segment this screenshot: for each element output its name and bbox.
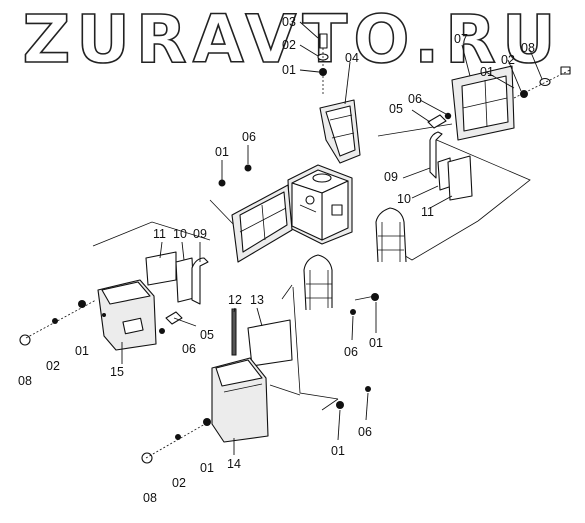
callout-02-left: 02 (46, 359, 60, 373)
callout-03-top: 03 (282, 15, 296, 29)
callout-08-bottom: 08 (143, 491, 157, 505)
callout-labels: 03 02 01 04 07 08 02 01 05 06 09 10 11 0… (18, 15, 535, 505)
top-bolt-stack (317, 33, 329, 95)
callout-14: 14 (227, 457, 241, 471)
left-hinge-hardware (19, 299, 97, 346)
callout-02-bottom: 02 (172, 476, 186, 490)
callout-13: 13 (250, 293, 264, 307)
cab-body (287, 164, 353, 245)
left-door-frame (218, 145, 293, 263)
callout-10-left: 10 (173, 227, 187, 241)
right-handrail (375, 207, 407, 263)
callout-09-left: 09 (193, 227, 207, 241)
mid-right-hardware (350, 293, 379, 315)
callout-06-top-right: 06 (408, 92, 422, 106)
callout-02-top-right: 02 (501, 53, 515, 67)
callout-11-right: 11 (421, 205, 434, 219)
callout-07: 07 (454, 32, 468, 46)
left-seal-panels (145, 251, 209, 305)
callout-06-mid-right: 06 (344, 345, 358, 359)
callout-01-top-right: 01 (480, 65, 494, 79)
callout-08-left: 08 (18, 374, 32, 388)
callout-11-left: 11 (153, 227, 166, 241)
callout-05-left: 05 (200, 328, 214, 342)
right-seal-panels (429, 131, 473, 201)
bolt-03 (319, 33, 328, 49)
callout-01-left: 01 (75, 344, 89, 358)
middle-handrail (303, 254, 333, 311)
part-12 (231, 308, 237, 356)
callout-01-bottom-middle: 01 (331, 444, 345, 458)
callout-04: 04 (345, 51, 359, 65)
callout-08-top-right: 08 (521, 41, 535, 55)
right-window-frame-part-07 (451, 65, 571, 141)
callout-02-top: 02 (282, 38, 296, 52)
watermark-text: ZURAVTO.RU (22, 1, 561, 78)
callout-12: 12 (228, 293, 242, 307)
callout-01-bottom: 01 (200, 461, 214, 475)
leader-lines (121, 21, 543, 455)
callout-09-right: 09 (384, 170, 398, 184)
callout-06-mid-left: 06 (242, 130, 256, 144)
callout-01-mid-right: 01 (369, 336, 383, 350)
left-door-part-15 (97, 279, 197, 351)
parts-12-13 (231, 308, 293, 367)
callout-10-right: 10 (397, 192, 411, 206)
bottom-hinge-hardware (141, 418, 213, 464)
callout-01-top: 01 (282, 63, 296, 77)
part-13 (247, 319, 293, 367)
callout-15: 15 (110, 365, 124, 379)
roof-frame-part-04 (319, 99, 361, 164)
lower-door-part-14 (211, 357, 269, 443)
callout-06-left: 06 (182, 342, 196, 356)
bottom-middle-hardware (336, 386, 371, 409)
callout-05-top-right: 05 (389, 102, 403, 116)
callout-06-bottom-middle: 06 (358, 425, 372, 439)
callout-01-mid-left: 01 (215, 145, 229, 159)
handle-part-05-right (427, 112, 452, 129)
